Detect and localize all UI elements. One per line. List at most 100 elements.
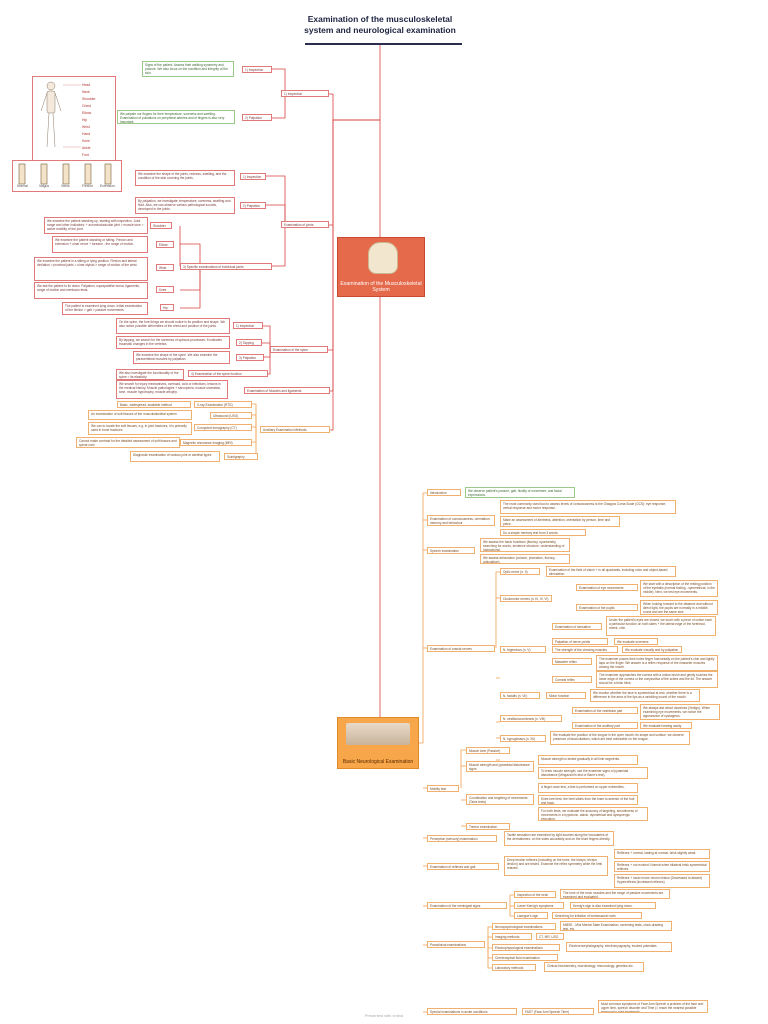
knee-node[interactable]: Knee [156, 286, 174, 293]
paraclinical-imaging-text: CT, MR, USG [536, 933, 564, 940]
palpation-top-text: We palpate our fingers for their tempera… [117, 110, 235, 124]
optic-nerve-node[interactable]: Optic nerve (n. II) [500, 568, 540, 575]
msk-central-topic[interactable]: Examination of the Musculoskeletal Syste… [337, 237, 425, 297]
fast-node[interactable]: FAST (Face Arm Speech Time) [522, 1008, 594, 1015]
facial-node[interactable]: N. facialis (n. VII) [500, 692, 540, 699]
sensation-node[interactable]: Examination of sensation [552, 623, 602, 630]
tremor-node[interactable]: Tremor examination [466, 823, 510, 830]
introduction-text: We observe patient's posture, gait, flui… [465, 487, 575, 498]
body-label-hand: Hand [82, 132, 91, 136]
muscle-tone-node[interactable]: Muscle tone (Passive) [466, 747, 510, 754]
aux-ct-text: We can to locate the soft tissues, e.g. … [88, 422, 192, 435]
paraclinical-imaging-node[interactable]: Imaging methods [492, 933, 532, 940]
joints-inspection-node[interactable]: 1) Inspection [240, 173, 266, 180]
perception-text: Tactile sensation are examined by light … [504, 831, 614, 846]
specific-joints-node[interactable]: 3) Specific examinations of individual j… [180, 263, 272, 270]
body-outline-icon [40, 81, 81, 148]
eye-movements-text: We start with a description of the resti… [640, 580, 718, 597]
auxiliary-node[interactable]: Auxiliary Examination Methods [260, 426, 330, 433]
body-label-foot: Foot [82, 153, 89, 157]
shoulder-node[interactable]: Shoulder [150, 222, 172, 229]
chewing-node[interactable]: The strength of the chewing muscles [552, 646, 618, 653]
neuro-photo-illustration [346, 723, 410, 745]
joints-palpation-node[interactable]: 2) Palpation [240, 202, 266, 209]
corneal-node[interactable]: Corneal reflex [552, 676, 592, 683]
aux-mri-node[interactable]: Magnetic resonance imaging (MRI) [180, 439, 252, 446]
muscle-strength-node[interactable]: Muscle strength and pyramidal disturbanc… [466, 761, 534, 772]
paraclinical-electro-text: Electroencephalography, electromyography… [566, 942, 672, 952]
oculomotor-node[interactable]: Oculomotor nerves (n. III, IV, VI) [500, 595, 552, 602]
pupils-node[interactable]: Examination of the pupils [576, 604, 638, 611]
meningeal-neck-node[interactable]: Inspection of the neck [514, 891, 556, 898]
muscles-node[interactable]: Examination of Muscles and ligaments [244, 387, 330, 394]
spine-palpation-node[interactable]: 3) Palpation [236, 354, 264, 361]
paraclinical-lab-text: Clinical biochemistry, microbiology, imm… [544, 962, 644, 972]
inspection-top-text: Signs of the patient. Assess their walki… [142, 61, 234, 77]
body-label-knee: Knee [82, 139, 90, 143]
masseter-node[interactable]: Masseter reflex [552, 658, 592, 665]
consciousness-node[interactable]: Examination of consciousness, orientatio… [427, 515, 495, 526]
palpation-top-node[interactable]: 2) Palpation [242, 114, 272, 121]
body-label-chest: Chest [82, 104, 91, 108]
joints-node[interactable]: Examination of joints [281, 221, 329, 228]
vestibulocochlear-node[interactable]: N. vestibulocochlearis (n. VIII) [500, 715, 562, 722]
eye-movements-node[interactable]: Examination of eye movements [576, 584, 638, 591]
hypoglossal-text: We evaluate the position of the tongue i… [550, 731, 690, 745]
skull-illustration [368, 242, 398, 274]
cranial-nerves-node[interactable]: Examination of cranial nerves [427, 645, 495, 652]
kernig-node[interactable]: Lower Kernig's symptoms [514, 902, 564, 909]
paraclinical-neuropsych-node[interactable]: Neuropsychological examinations [492, 923, 556, 930]
aux-xray-node[interactable]: X-ray Examination (RTG) [194, 401, 252, 408]
neuro-central-topic[interactable]: Basic Neurological Examination [337, 717, 419, 769]
speech-node[interactable]: Speech examination [427, 547, 475, 554]
reflexes-sub-1: Reflexes + normal, lasting at normal, br… [614, 849, 710, 859]
meningeal-neck-text: The tone of the neck muscles and the ran… [560, 889, 670, 899]
spine-tapping-node[interactable]: 2) Tapping [236, 339, 262, 346]
hypoglossal-node[interactable]: N. hypoglossus (n. XII) [500, 735, 546, 742]
leg-deformity-icon [18, 163, 112, 185]
trigeminal-node[interactable]: N. trigeminus (n. V) [500, 646, 546, 653]
consciousness-text-2: Make an assessment of alertness, attenti… [500, 516, 620, 527]
elbow-node[interactable]: Elbow [156, 241, 174, 248]
introduction-node[interactable]: Introduction [427, 489, 461, 496]
reflexes-node[interactable]: Examination of reflexes and gait [427, 863, 499, 870]
lasegue-text: Searching for irritation of lumbosacral … [552, 912, 642, 919]
motility-node[interactable]: Motility test [427, 785, 459, 792]
spine-functional-text: We also investigate the functionality of… [116, 369, 184, 380]
paraclinical-node[interactable]: Paraclinical examinations [427, 941, 485, 948]
masseter-text: The examiner places their index finger h… [596, 655, 718, 671]
muscle-strength-text-1: Muscle strength is tested gradually in a… [538, 755, 638, 765]
coordination-node[interactable]: Coordination and targeting of movements … [466, 794, 534, 805]
spine-functional-node[interactable]: 4) Examination of the spine function [188, 370, 268, 377]
nerve-points-node[interactable]: Palpation of nerve points [552, 638, 608, 645]
coordination-text-1: A finger-nose test, a test is performed … [538, 783, 638, 793]
body-label-wrist: Wrist [82, 125, 90, 129]
aux-us-node[interactable]: Ultrasound (USG) [210, 412, 252, 419]
lasegue-node[interactable]: Lasegue's sign [514, 912, 548, 919]
aux-scint-node[interactable]: Scintigraphy [224, 453, 258, 460]
paraclinical-csf-node[interactable]: Cerebrospinal fluid examination [492, 954, 558, 961]
exam-hands-node[interactable]: 1) Inspection [281, 90, 329, 97]
paraclinical-electro-node[interactable]: Electrophysiological examinations [492, 944, 560, 951]
acute-node[interactable]: Special examinations in acute conditions [427, 1008, 517, 1015]
motor-function-text: We monitor whether the face is symmetric… [590, 689, 700, 702]
body-label-neck: Neck [82, 90, 90, 94]
body-label-shoulder: Shoulder [82, 97, 96, 101]
vestibular-text: We always ask about dizziness (Vertigo).… [640, 704, 720, 720]
spine-inspection-node[interactable]: 1) Inspection [233, 322, 263, 329]
aux-ct-node[interactable]: Computed tomography (CT) [194, 424, 252, 431]
hip-node[interactable]: Hip [160, 304, 174, 311]
leg-label-flexion: Flexion [82, 184, 93, 188]
meningeal-node[interactable]: Examination of the meningeal signs [427, 902, 507, 909]
motor-function-node[interactable]: Motor function [546, 692, 586, 699]
sensation-text: Under the patient's eyes are closed, we … [606, 616, 716, 636]
vestibular-node[interactable]: Examination of the vestibular part [572, 707, 638, 714]
spine-node[interactable]: Examination of the spine [270, 346, 328, 353]
inspection-top-node[interactable]: 1) Inspection [242, 66, 272, 73]
paraclinical-lab-node[interactable]: Laboratory methods [492, 964, 536, 971]
leg-label-valgus: Valgus [39, 184, 50, 188]
wrist-node[interactable]: Wrist [156, 264, 174, 271]
auditory-node[interactable]: Examination of the auditory part [572, 722, 638, 729]
kernig-text: Kernig's sign is also examined lying dow… [570, 902, 656, 909]
perception-node[interactable]: Perception (sensory) examination [427, 835, 497, 842]
